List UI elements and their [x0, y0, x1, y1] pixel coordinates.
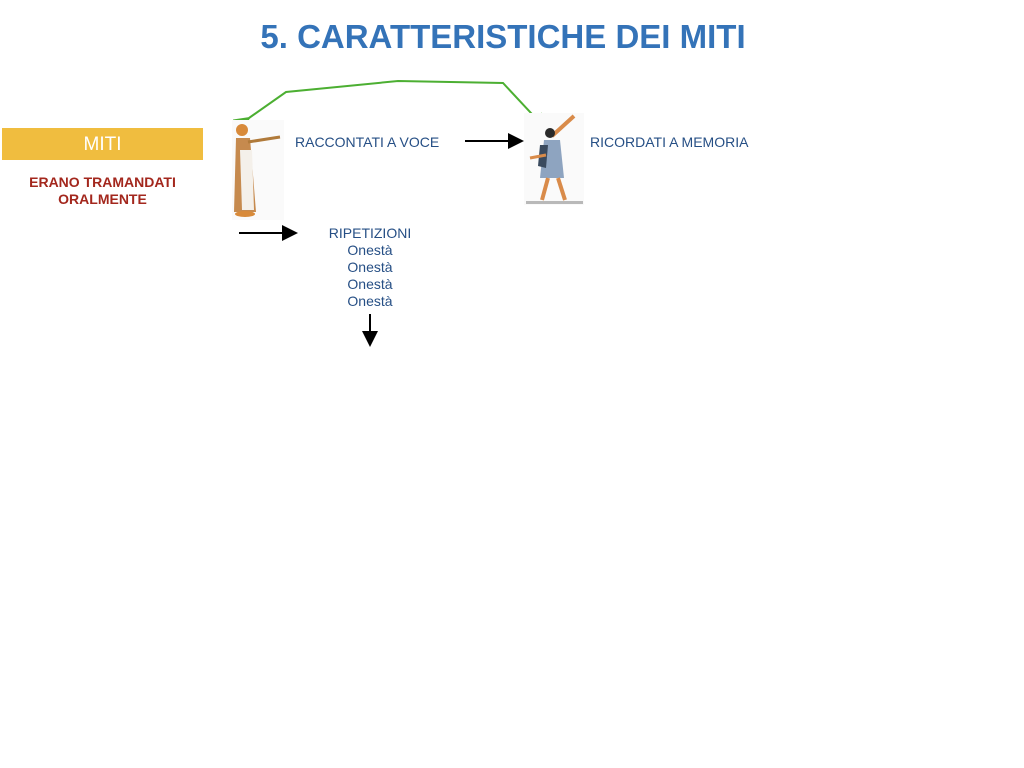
repetition-item: Onestà [347, 293, 393, 309]
repetition-item: Onestà [347, 242, 393, 258]
repetitions-heading: RIPETIZIONI [328, 225, 412, 241]
remembered-label: RICORDATI A MEMORIA [590, 134, 749, 150]
slide-title: 5. CARATTERISTICHE DEI MITI [260, 18, 746, 55]
repetitions-block: RIPETIZIONI Onestà Onestà Onestà Onestà [310, 225, 430, 310]
green-loop-arrow [232, 79, 547, 133]
transmission-line-2: ORALMENTE [58, 191, 147, 207]
repetition-item: Onestà [347, 259, 393, 275]
orator-figure-icon [524, 113, 584, 205]
repetition-item: Onestà [347, 276, 393, 292]
transmission-text: ERANO TRAMANDATI ORALMENTE [2, 174, 203, 208]
storyteller-figure-icon [232, 120, 284, 220]
transmission-line-1: ERANO TRAMANDATI [29, 174, 176, 190]
told-aloud-label: RACCONTATI A VOCE [295, 134, 440, 150]
miti-banner: MITI [2, 128, 203, 160]
